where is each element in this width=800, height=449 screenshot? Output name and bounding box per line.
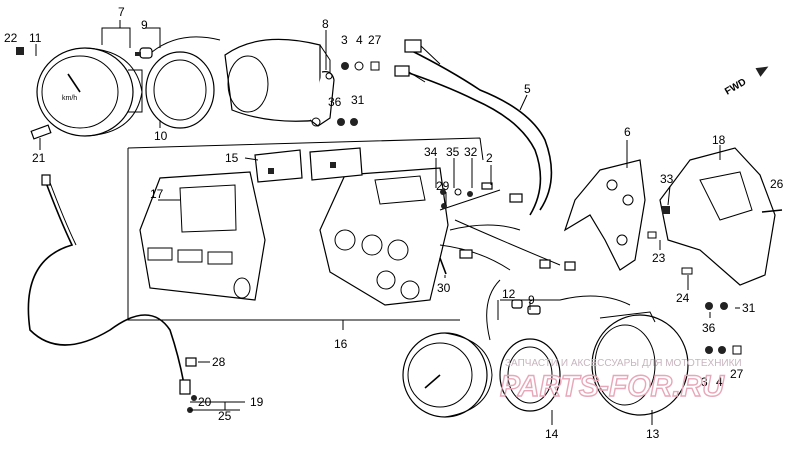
forward-label: FWD (723, 77, 748, 98)
leader-lines (35, 20, 740, 425)
label-35: 35 (446, 145, 460, 159)
label-10: 10 (154, 129, 168, 143)
label-9-bottom: 9 (528, 293, 535, 307)
label-3-right: 3 (701, 375, 708, 389)
label-27: 27 (368, 33, 382, 47)
screws-right (647, 206, 783, 355)
label-28: 28 (212, 355, 226, 369)
tachometer (402, 332, 493, 418)
label-29: 29 (436, 179, 450, 193)
label-31-right: 31 (742, 301, 756, 315)
watermark: ЗАПЧАСТИ И АКСЕССУАРЫ ДЛЯ МОТОТЕХНИКИ PA… (499, 358, 742, 404)
screw-22 (16, 47, 24, 55)
screw-30 (439, 257, 447, 275)
tachometer-ring (499, 338, 561, 412)
label-31: 31 (351, 93, 365, 107)
label-14: 14 (545, 427, 559, 441)
bulbs-harness (439, 182, 576, 271)
label-5: 5 (524, 82, 531, 96)
svg-text:km/h: km/h (62, 95, 77, 102)
label-4: 4 (356, 33, 363, 47)
label-36-right: 36 (702, 321, 716, 335)
screw-28 (185, 357, 197, 367)
watermark-logo: PARTS-FOR.RU (500, 370, 725, 403)
label-34: 34 (424, 145, 438, 159)
label-16: 16 (334, 337, 348, 351)
wire-9 (151, 36, 221, 53)
meter-bracket (563, 159, 646, 271)
label-18: 18 (712, 133, 726, 147)
nuts-3-4-27-top (337, 61, 380, 126)
group-outline-16 (127, 137, 484, 321)
label-30: 30 (437, 281, 451, 295)
label-17: 17 (150, 187, 164, 201)
label-7: 7 (118, 5, 125, 19)
label-27-right: 27 (730, 367, 744, 381)
label-33: 33 (660, 172, 674, 186)
bulb-9 (135, 47, 153, 59)
label-22: 22 (4, 31, 18, 45)
label-6: 6 (624, 125, 631, 139)
label-25: 25 (218, 409, 232, 423)
label-21: 21 (32, 151, 46, 165)
speedometer-ring (145, 51, 215, 129)
indicator-socket-15 (254, 147, 363, 183)
meter-cover-18 (659, 147, 776, 286)
main-wire-harness (394, 39, 553, 216)
stay-8 (309, 71, 335, 127)
label-23: 23 (652, 251, 666, 265)
label-9: 9 (141, 18, 148, 32)
label-32: 32 (464, 145, 478, 159)
label-8: 8 (322, 17, 329, 31)
forward-arrow: FWD (723, 66, 769, 98)
meter-case (319, 167, 449, 306)
label-13: 13 (646, 427, 660, 441)
speedometer-assembly: km/h (36, 47, 143, 137)
label-15: 15 (225, 151, 239, 165)
label-11: 11 (29, 31, 42, 45)
label-24: 24 (676, 291, 690, 305)
label-20: 20 (198, 395, 212, 409)
tachometer-case (591, 311, 689, 416)
label-4-right: 4 (716, 375, 723, 389)
label-12: 12 (502, 287, 516, 301)
part-labels: 7 9 22 11 10 21 8 3 4 27 36 31 5 6 18 15… (4, 5, 784, 441)
panel-cover (139, 171, 266, 301)
label-3: 3 (341, 33, 348, 47)
tach-bulb-wire (486, 279, 631, 341)
label-26: 26 (770, 177, 784, 191)
label-36: 36 (328, 95, 342, 109)
bracket-21 (30, 124, 52, 140)
label-19: 19 (250, 395, 264, 409)
watermark-tagline: ЗАПЧАСТИ И АКСЕССУАРЫ ДЛЯ МОТОТЕХНИКИ (505, 358, 742, 369)
label-2: 2 (486, 151, 493, 165)
